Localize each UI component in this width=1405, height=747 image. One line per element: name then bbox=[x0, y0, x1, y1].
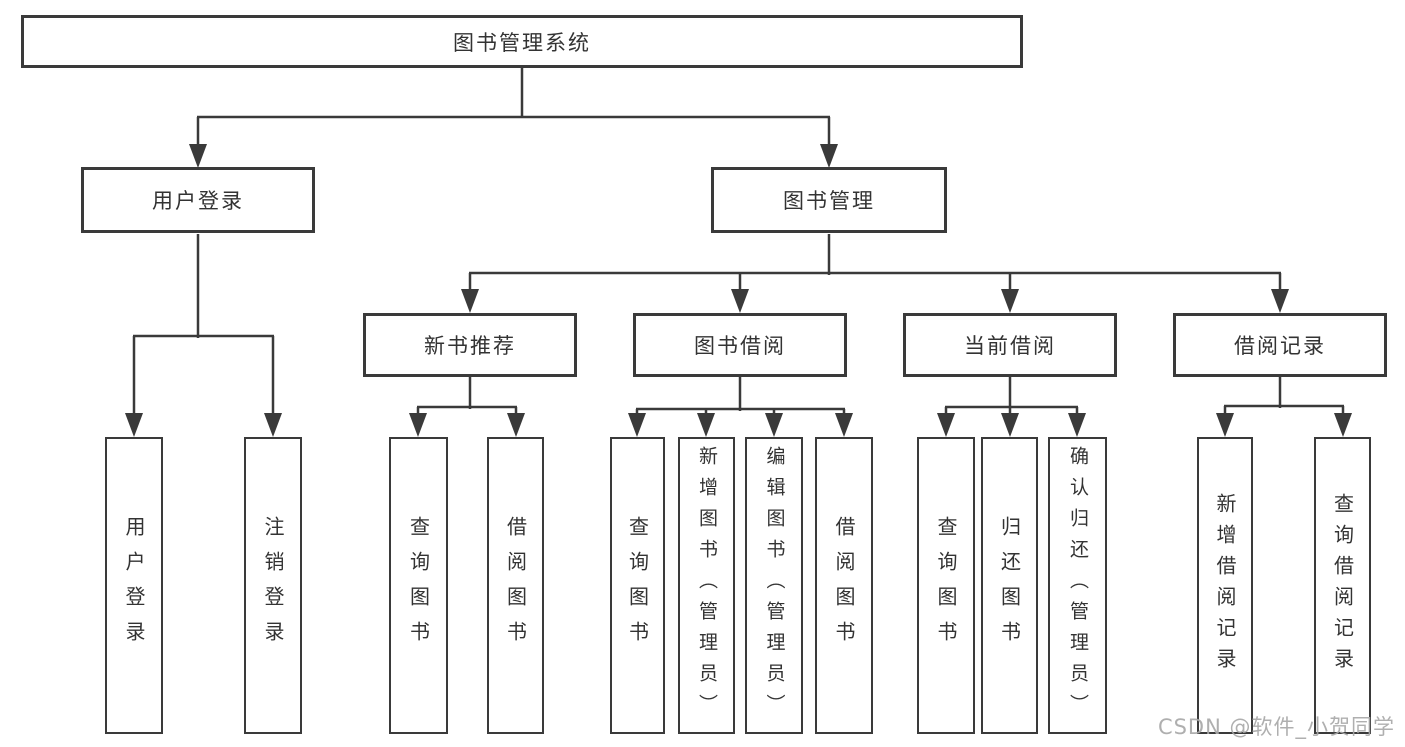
leaf-add-borrowing-record-label: 新增借阅记录 bbox=[1213, 492, 1237, 679]
leaf-user-login-label: 用户登录 bbox=[122, 515, 146, 656]
csdn-watermark: CSDN @软件_小贺同学 bbox=[1157, 715, 1395, 739]
leaf-edit-books-admin-label: 编辑图书（管理员） bbox=[763, 446, 786, 725]
leaf-user-login: 用户登录 bbox=[105, 437, 163, 734]
arrowheads bbox=[125, 144, 1352, 437]
leaf-query-books-current: 查询图书 bbox=[917, 437, 975, 734]
leaf-query-books-current-label: 查询图书 bbox=[934, 515, 958, 656]
leaf-add-books-admin-label: 新增图书（管理员） bbox=[696, 446, 718, 725]
leaf-query-books-borrowing: 查询图书 bbox=[610, 437, 665, 734]
leaf-query-borrowing-record: 查询借阅记录 bbox=[1314, 437, 1371, 734]
node-current-borrowing: 当前借阅 bbox=[903, 313, 1117, 377]
node-borrowing-records: 借阅记录 bbox=[1173, 313, 1387, 377]
leaf-logout-login: 注销登录 bbox=[244, 437, 302, 734]
node-user-login: 用户登录 bbox=[81, 167, 315, 233]
leaf-query-books-recommend-label: 查询图书 bbox=[406, 515, 431, 656]
leaf-query-books-recommend: 查询图书 bbox=[389, 437, 448, 734]
leaf-logout-login-label: 注销登录 bbox=[261, 515, 285, 656]
leaf-borrow-books-borrowing: 借阅图书 bbox=[815, 437, 873, 734]
node-book-management: 图书管理 bbox=[711, 167, 947, 233]
leaf-add-books-admin: 新增图书（管理员） bbox=[678, 437, 735, 734]
node-library-management-system: 图书管理系统 bbox=[21, 15, 1023, 68]
leaf-confirm-return-admin: 确认归还（管理员） bbox=[1048, 437, 1107, 734]
leaf-return-books: 归还图书 bbox=[981, 437, 1038, 734]
node-new-book-recommendation: 新书推荐 bbox=[363, 313, 577, 377]
leaf-confirm-return-admin-label: 确认归还（管理员） bbox=[1067, 446, 1089, 725]
leaf-query-borrowing-record-label: 查询借阅记录 bbox=[1330, 492, 1355, 679]
leaf-return-books-label: 归还图书 bbox=[997, 515, 1022, 656]
leaf-borrow-books-recommend: 借阅图书 bbox=[487, 437, 544, 734]
node-book-borrowing: 图书借阅 bbox=[633, 313, 847, 377]
leaf-edit-books-admin: 编辑图书（管理员） bbox=[745, 437, 803, 734]
leaf-borrow-books-borrowing-label: 借阅图书 bbox=[832, 515, 856, 656]
leaf-add-borrowing-record: 新增借阅记录 bbox=[1197, 437, 1253, 734]
leaf-borrow-books-recommend-label: 借阅图书 bbox=[503, 515, 528, 656]
leaf-query-books-borrowing-label: 查询图书 bbox=[625, 515, 650, 656]
